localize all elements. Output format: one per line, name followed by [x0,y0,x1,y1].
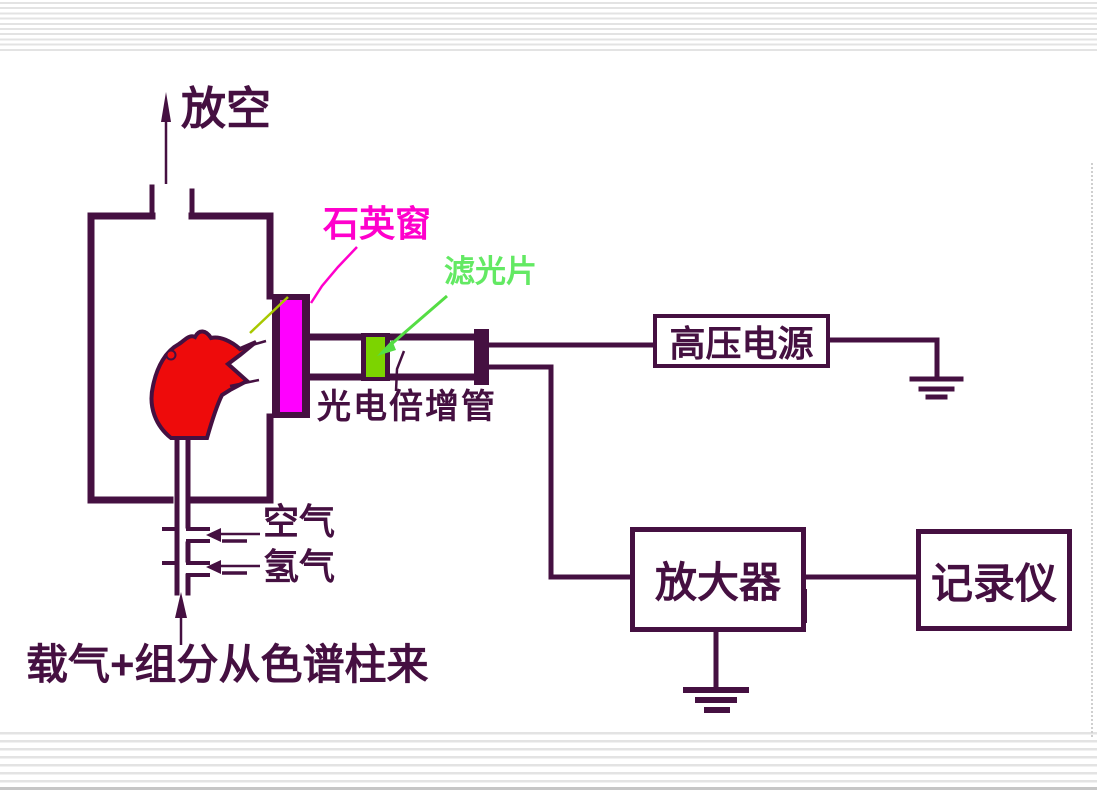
air-inlet-arrow [206,528,260,543]
hydrogen-arrow-head [206,560,221,574]
amplifier-ground-bars [683,687,749,713]
air-label: 空气 [263,501,336,542]
recorder-box: 记录仪 [916,529,1072,631]
filter-leader-line [387,294,448,349]
flame-wisps [229,339,267,388]
flame [149,329,267,440]
stray-leader-line [249,296,289,334]
quartz-window [272,294,310,418]
carrier-arrow-head [175,592,187,618]
carrier-gas-label: 载气+组分从色谱柱来 [26,641,429,688]
wire-pmt-to-amplifier [486,364,635,580]
high-voltage-supply-box: 高压电源 [653,314,830,368]
pmt-tube-walls [305,333,481,381]
inlet-ticks [162,527,179,565]
quartz-window-leader-line [309,246,358,304]
photomultiplier-label: 光电倍增管 [317,388,497,426]
hydrogen-label: 氢气 [263,546,336,587]
quartz-window-label: 石英窗 [323,203,432,244]
burner-tube [162,435,210,596]
vent-label: 放空 [181,83,272,134]
hv-ground-bars [909,376,964,400]
pmt-leader-line [394,350,406,392]
flame-spark [165,349,177,361]
bottom-accent-line [0,787,1097,790]
quartz-window-pane [280,300,302,412]
combustion-chamber [87,184,274,504]
amplifier-box: 放大器 [630,527,806,632]
chamber-wall [87,212,274,504]
filter-leader-arrow-head [377,340,396,356]
filter-glass [366,337,385,377]
vent-arrow [161,92,171,184]
filter-leader [377,294,448,356]
amplifier-ground-symbol [683,687,749,713]
hydrogen-inlet-arrow [206,560,260,575]
filter-label: 滤光片 [444,254,537,289]
wiring [486,337,940,692]
air-arrow-head [206,528,221,542]
carrier-gas-arrow [175,592,187,645]
vent-chimney [149,184,195,219]
inlet-nozzles [186,527,210,577]
vent-arrow-head [161,92,171,122]
flame-body [149,329,258,440]
slide-right-dotted-border [1091,163,1093,737]
wire-hv-to-ground [827,337,940,380]
photomultiplier [305,329,489,385]
hv-ground-symbol [909,376,964,400]
pmt-end-cap [474,329,489,385]
